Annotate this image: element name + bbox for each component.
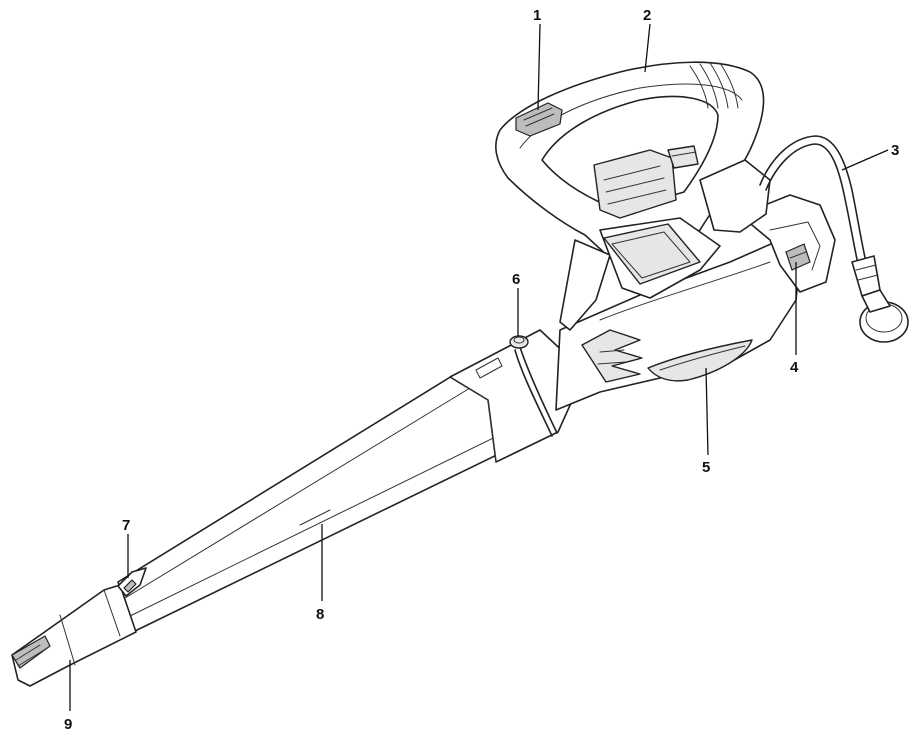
leader-1 (537, 23, 541, 111)
callout-6: 6 (512, 271, 520, 288)
callout-2: 2 (643, 7, 651, 24)
blower-tube (117, 375, 549, 632)
power-cord (759, 135, 909, 343)
leader-2 (644, 23, 651, 73)
tube-release-button (509, 335, 529, 349)
callout-8: 8 (316, 606, 324, 623)
callout-9: 9 (64, 716, 72, 733)
motor-housing (555, 239, 801, 411)
callout-5: 5 (702, 459, 710, 476)
leader-3 (841, 149, 889, 171)
nozzle (11, 584, 137, 687)
callout-7: 7 (122, 517, 130, 534)
callout-3: 3 (891, 142, 899, 159)
leader-5 (705, 367, 709, 456)
callout-1: 1 (533, 7, 541, 24)
rear-housing (739, 194, 836, 293)
accessory-release-tab (117, 567, 147, 597)
leader-lines (69, 23, 889, 711)
on-off-switch (515, 102, 563, 137)
callout-labels: 1 2 3 4 5 6 7 8 9 (64, 7, 899, 733)
frame-neck (559, 159, 771, 331)
handle (495, 61, 765, 259)
callout-4: 4 (790, 359, 799, 376)
tube-coupling (449, 329, 586, 463)
